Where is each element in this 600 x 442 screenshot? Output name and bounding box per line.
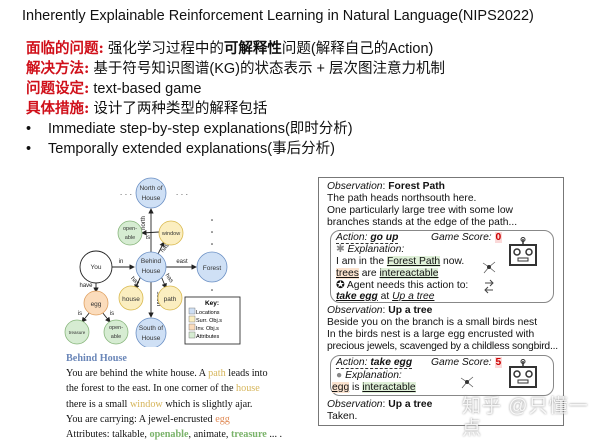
node-openable bbox=[117, 220, 143, 246]
edge-label: has bbox=[129, 276, 140, 287]
svg-text:window: window bbox=[161, 231, 180, 237]
node-window bbox=[158, 220, 184, 246]
svg-text:South of: South of bbox=[139, 325, 163, 332]
svg-text:house: house bbox=[122, 296, 140, 303]
point-method: 解决方法: 基于符号知识图谱(KG)的状态表示 + 层次图注意力机制 bbox=[26, 60, 446, 77]
graph-attention-icon bbox=[482, 261, 496, 274]
room-description: Behind House You are behind the white ho… bbox=[66, 353, 283, 441]
edge-label: is bbox=[146, 235, 150, 241]
svg-text:Behind: Behind bbox=[141, 258, 162, 265]
svg-text:House: House bbox=[142, 195, 161, 202]
svg-text:Inv. Obj.s: Inv. Obj.s bbox=[196, 326, 219, 332]
svg-text:open-: open- bbox=[109, 325, 123, 331]
svg-text:treasure: treasure bbox=[69, 330, 86, 335]
svg-text:path: path bbox=[164, 296, 177, 303]
svg-text:open-: open- bbox=[123, 226, 137, 232]
svg-text:Forest: Forest bbox=[203, 265, 222, 272]
svg-text:House: House bbox=[142, 268, 161, 275]
step-explanation-box: Action: go up Game Score: 0 ✱ Explanatio… bbox=[330, 230, 554, 303]
node-house bbox=[118, 285, 144, 311]
svg-text:You: You bbox=[91, 264, 102, 271]
point-problem: 面临的问题: 强化学习过程中的可解释性问题(解释自己的Action) bbox=[26, 40, 434, 57]
node-path bbox=[157, 285, 183, 311]
svg-text:Locations: Locations bbox=[196, 310, 220, 316]
node-treasure bbox=[64, 319, 90, 345]
svg-text:egg: egg bbox=[91, 301, 102, 308]
graph-attention-icon bbox=[460, 376, 474, 389]
node-behind-house bbox=[135, 251, 167, 283]
svg-text:Surr. Obj.s: Surr. Obj.s bbox=[196, 318, 222, 324]
edge-label: has bbox=[164, 273, 174, 284]
transfer-icon bbox=[484, 279, 494, 294]
edge-label: has bbox=[160, 243, 171, 254]
bullet-item: •Temporally extended explanations(事后分析) bbox=[26, 141, 335, 157]
knowledge-graph: north is has in east has has south have … bbox=[64, 177, 241, 347]
edge-label: in bbox=[119, 259, 124, 265]
edge-label: north bbox=[141, 216, 147, 230]
edge-label: is bbox=[110, 311, 114, 317]
node-south-of-house bbox=[135, 317, 167, 347]
node-forest bbox=[196, 251, 228, 283]
node-you bbox=[79, 250, 113, 284]
robot-icon bbox=[509, 237, 537, 266]
svg-text:able: able bbox=[111, 334, 121, 340]
node-north-of-house bbox=[135, 177, 167, 209]
slide-title: Inherently Explainable Reinforcement Lea… bbox=[22, 8, 534, 24]
svg-text:House: House bbox=[142, 335, 161, 342]
svg-text:Attributes: Attributes bbox=[196, 334, 219, 340]
point-setting: 问题设定: text-based game bbox=[26, 80, 202, 97]
step-explanation-box: Action: take egg Game Score: 5 ● Explana… bbox=[330, 355, 554, 396]
edge-label: have bbox=[79, 283, 93, 289]
robot-icon bbox=[509, 359, 537, 388]
bullet-item: •Immediate step-by-step explanations(即时分… bbox=[26, 121, 353, 137]
edge-label: is bbox=[78, 311, 82, 317]
svg-text:North of: North of bbox=[139, 185, 162, 192]
explanation-panel: Observation: Forest Path The path heads … bbox=[318, 177, 564, 426]
ellipsis: · · · bbox=[120, 190, 132, 199]
point-measures: 具体措施: 设计了两种类型的解释包括 bbox=[26, 100, 268, 117]
ellipsis: · · · bbox=[176, 190, 188, 199]
svg-text:able: able bbox=[125, 235, 135, 241]
node-egg bbox=[83, 290, 109, 316]
graph-key: Key: Locations Surr. Obj.s Inv. Obj.s At… bbox=[184, 296, 241, 345]
edge-label: east bbox=[176, 259, 188, 265]
svg-text:Key:: Key: bbox=[205, 300, 219, 307]
watermark: 知乎 @只懂一点 bbox=[462, 396, 589, 439]
node-openable bbox=[103, 319, 129, 345]
